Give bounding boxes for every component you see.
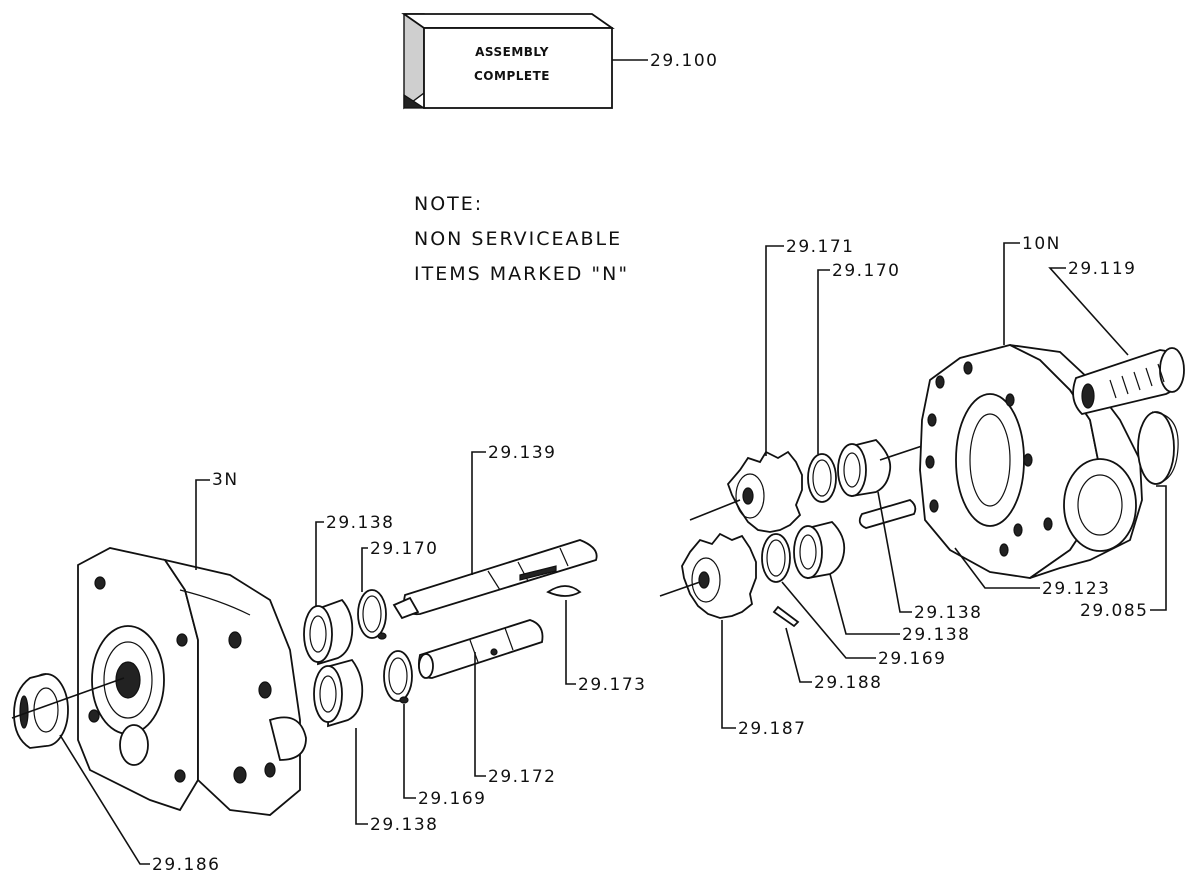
assembly-ref-label: 29.100 (650, 51, 718, 71)
assembly-box-line1: ASSEMBLY (475, 45, 549, 59)
bearing-left-bottom (313, 658, 364, 728)
label-bearing-left-top: 29.138 (326, 513, 394, 533)
key-part (546, 585, 582, 597)
leader-lines (59, 242, 1167, 865)
pin-part (772, 605, 800, 628)
label-3n: 3N (212, 470, 239, 490)
gear-top (689, 450, 803, 533)
label-bearing-right-top: 29.138 (914, 603, 982, 623)
part-labels: 3N 29.138 29.170 29.139 29.173 29.172 29… (152, 234, 1148, 875)
front-body-part (919, 344, 1143, 579)
label-bearing-right-bottom: 29.138 (902, 625, 970, 645)
label-idler-shaft: 29.172 (488, 767, 556, 787)
assembly-complete-box: ASSEMBLY COMPLETE 29.100 (401, 13, 718, 110)
note-block: NOTE: NON SERVICEABLE ITEMS MARKED "N" (414, 193, 629, 285)
gasket-ring-part (1137, 411, 1179, 485)
label-body-ref: 29.123 (1042, 579, 1110, 599)
bearing-left-top (303, 598, 354, 666)
label-bearing-left-bottom: 29.138 (370, 815, 438, 835)
note-line1: NON SERVICEABLE (414, 228, 622, 250)
gear-bottom (659, 532, 757, 619)
label-retainer-left-bottom: 29.169 (418, 789, 486, 809)
label-seal: 29.186 (152, 855, 220, 875)
assembly-box-line2: COMPLETE (474, 69, 550, 83)
drive-shaft (392, 539, 598, 620)
label-drive-shaft: 29.139 (488, 443, 556, 463)
label-10n: 10N (1022, 234, 1061, 254)
label-retainer-right-top: 29.170 (832, 261, 900, 281)
label-gear-bottom: 29.187 (738, 719, 806, 739)
label-retainer-right-bottom: 29.169 (878, 649, 946, 669)
label-gear-top: 29.171 (786, 237, 854, 257)
label-key: 29.173 (578, 675, 646, 695)
rear-cover-part (11, 547, 307, 816)
retainer-left-bottom (383, 650, 413, 704)
bolt-part (1072, 347, 1185, 415)
label-gasket-ring: 29.085 (1080, 601, 1148, 621)
retainer-right-top (807, 453, 837, 503)
label-retainer-left-top: 29.170 (370, 539, 438, 559)
retainer-left-top (357, 589, 387, 640)
note-heading: NOTE: (414, 193, 483, 215)
label-bolt: 29.119 (1068, 259, 1136, 279)
bearing-right-bottom (793, 521, 846, 580)
note-line2: ITEMS MARKED "N" (414, 263, 629, 285)
retainer-right-bottom (761, 533, 791, 583)
seal-part (13, 673, 69, 749)
idler-shaft (417, 619, 544, 679)
bearing-right-top (837, 439, 892, 498)
label-pin: 29.188 (814, 673, 882, 693)
